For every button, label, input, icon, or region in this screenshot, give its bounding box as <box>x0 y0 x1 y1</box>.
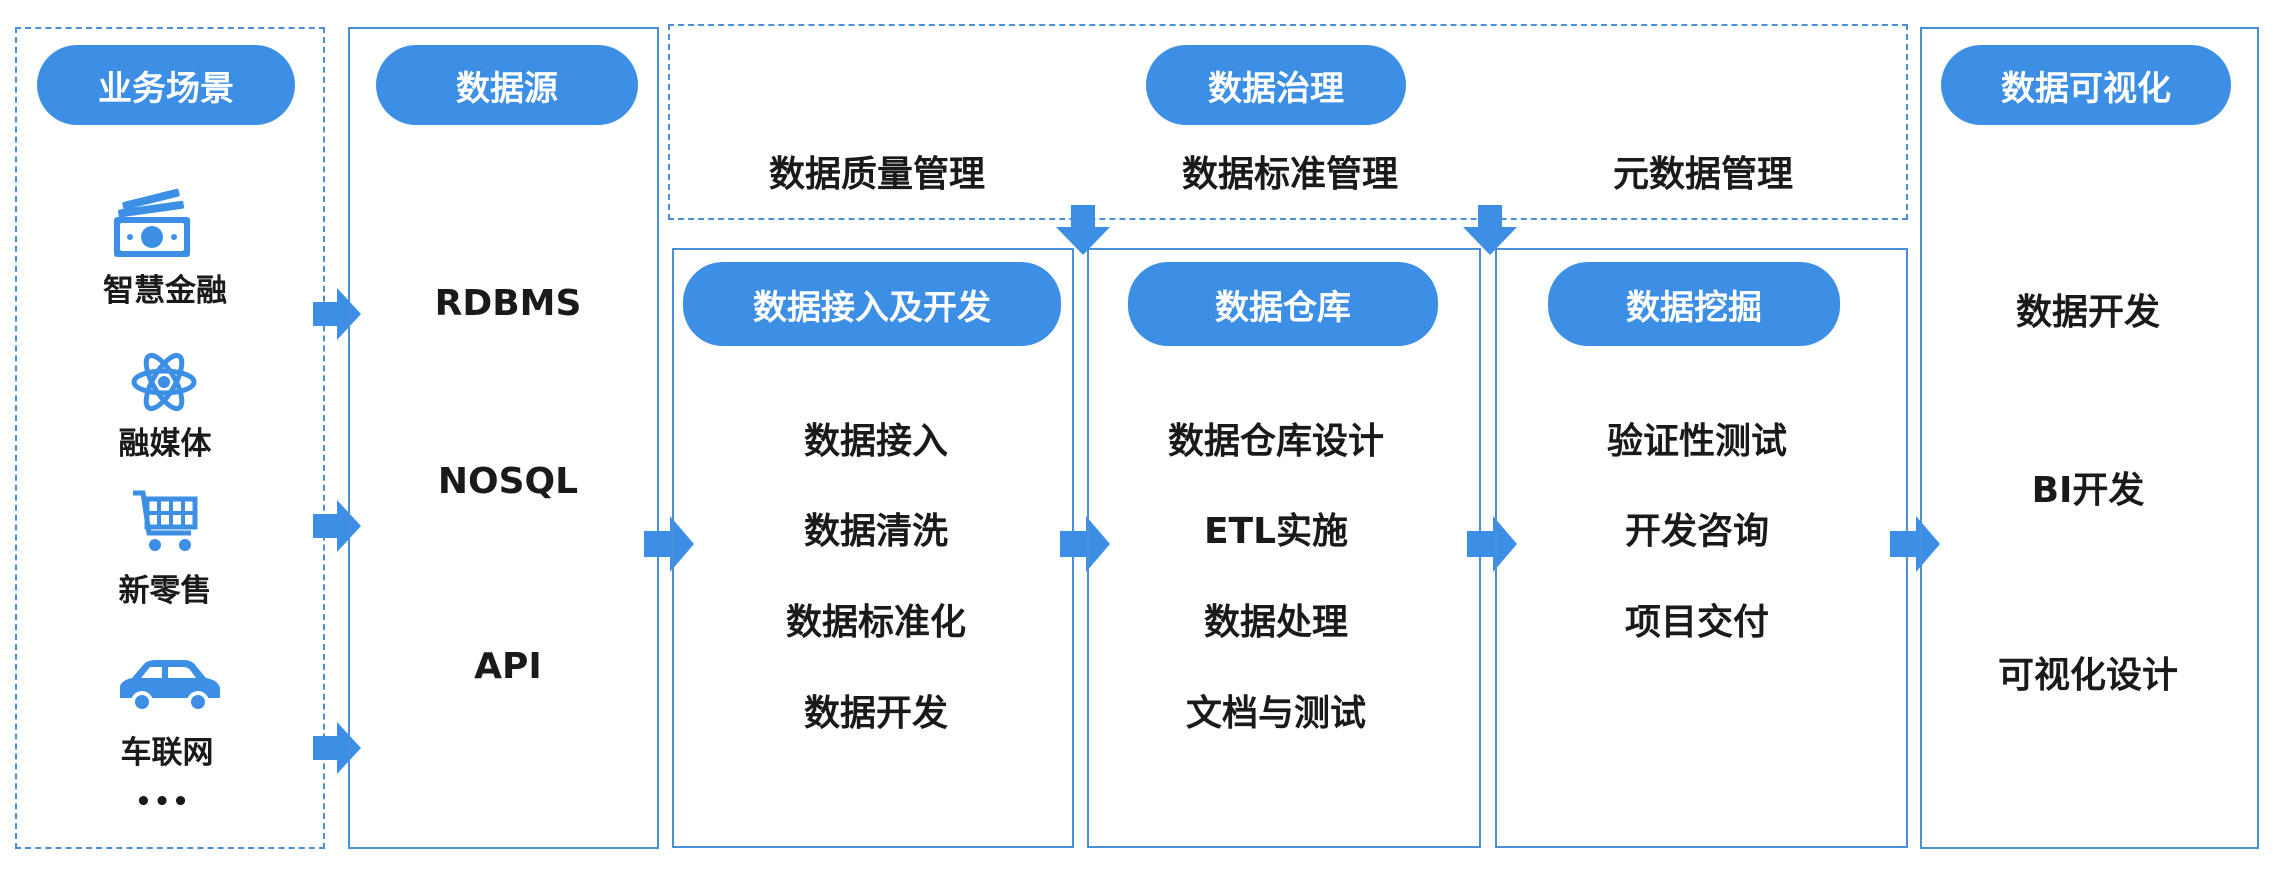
warehouse-item-2: ETL实施 <box>1203 511 1349 552</box>
money-icon <box>114 188 190 257</box>
visual-item-1: 数据开发 <box>2015 292 2161 333</box>
source-api: API <box>474 646 542 687</box>
governance-metadata: 元数据管理 <box>1612 154 1794 195</box>
arrow-governance-down-1 <box>1056 205 1110 255</box>
visual-item-3: 可视化设计 <box>1997 655 2179 696</box>
warehouse-title: 数据仓库 <box>1128 262 1438 346</box>
ingest-item-4: 数据开发 <box>803 693 949 734</box>
scenario-iov-label: 车联网 <box>120 735 214 771</box>
atom-icon <box>131 352 197 412</box>
warehouse-item-1: 数据仓库设计 <box>1167 421 1385 462</box>
mining-item-1: 验证性测试 <box>1606 421 1788 462</box>
scenario-finance-label: 智慧金融 <box>103 273 227 309</box>
mining-item-2: 开发咨询 <box>1624 511 1770 552</box>
scenarios-title: 业务场景 <box>37 45 295 125</box>
scenario-media-label: 融媒体 <box>118 426 212 462</box>
cart-icon <box>133 490 198 551</box>
governance-standard: 数据标准管理 <box>1181 154 1399 195</box>
arrow-mining-to-visual <box>1890 516 1940 572</box>
scenario-retail-label: 新零售 <box>118 573 212 609</box>
car-icon <box>120 660 220 713</box>
sources-panel <box>348 27 659 849</box>
governance-title: 数据治理 <box>1146 45 1406 125</box>
ingest-item-2: 数据清洗 <box>803 511 949 552</box>
source-nosql: NOSQL <box>437 461 579 502</box>
mining-title: 数据挖掘 <box>1548 262 1840 346</box>
sources-title: 数据源 <box>376 45 638 125</box>
more-ellipsis: ••• <box>135 787 191 817</box>
visual-panel <box>1920 27 2259 849</box>
source-rdbms: RDBMS <box>434 283 582 324</box>
arrow-sources-to-ingest <box>644 516 694 572</box>
scenarios-panel <box>15 27 325 849</box>
governance-panel <box>668 24 1908 220</box>
governance-quality: 数据质量管理 <box>768 154 986 195</box>
visual-item-2: BI开发 <box>2031 470 2145 511</box>
warehouse-item-3: 数据处理 <box>1203 602 1349 643</box>
arrow-governance-down-2 <box>1463 205 1517 255</box>
ingest-title: 数据接入及开发 <box>683 262 1061 346</box>
arrow-warehouse-to-mining <box>1467 516 1517 572</box>
ingest-item-3: 数据标准化 <box>785 602 967 643</box>
arrow-ingest-to-warehouse <box>1060 516 1110 572</box>
visual-title: 数据可视化 <box>1941 45 2231 125</box>
mining-item-3: 项目交付 <box>1624 602 1770 643</box>
warehouse-item-4: 文档与测试 <box>1185 693 1367 734</box>
ingest-item-1: 数据接入 <box>803 421 949 462</box>
